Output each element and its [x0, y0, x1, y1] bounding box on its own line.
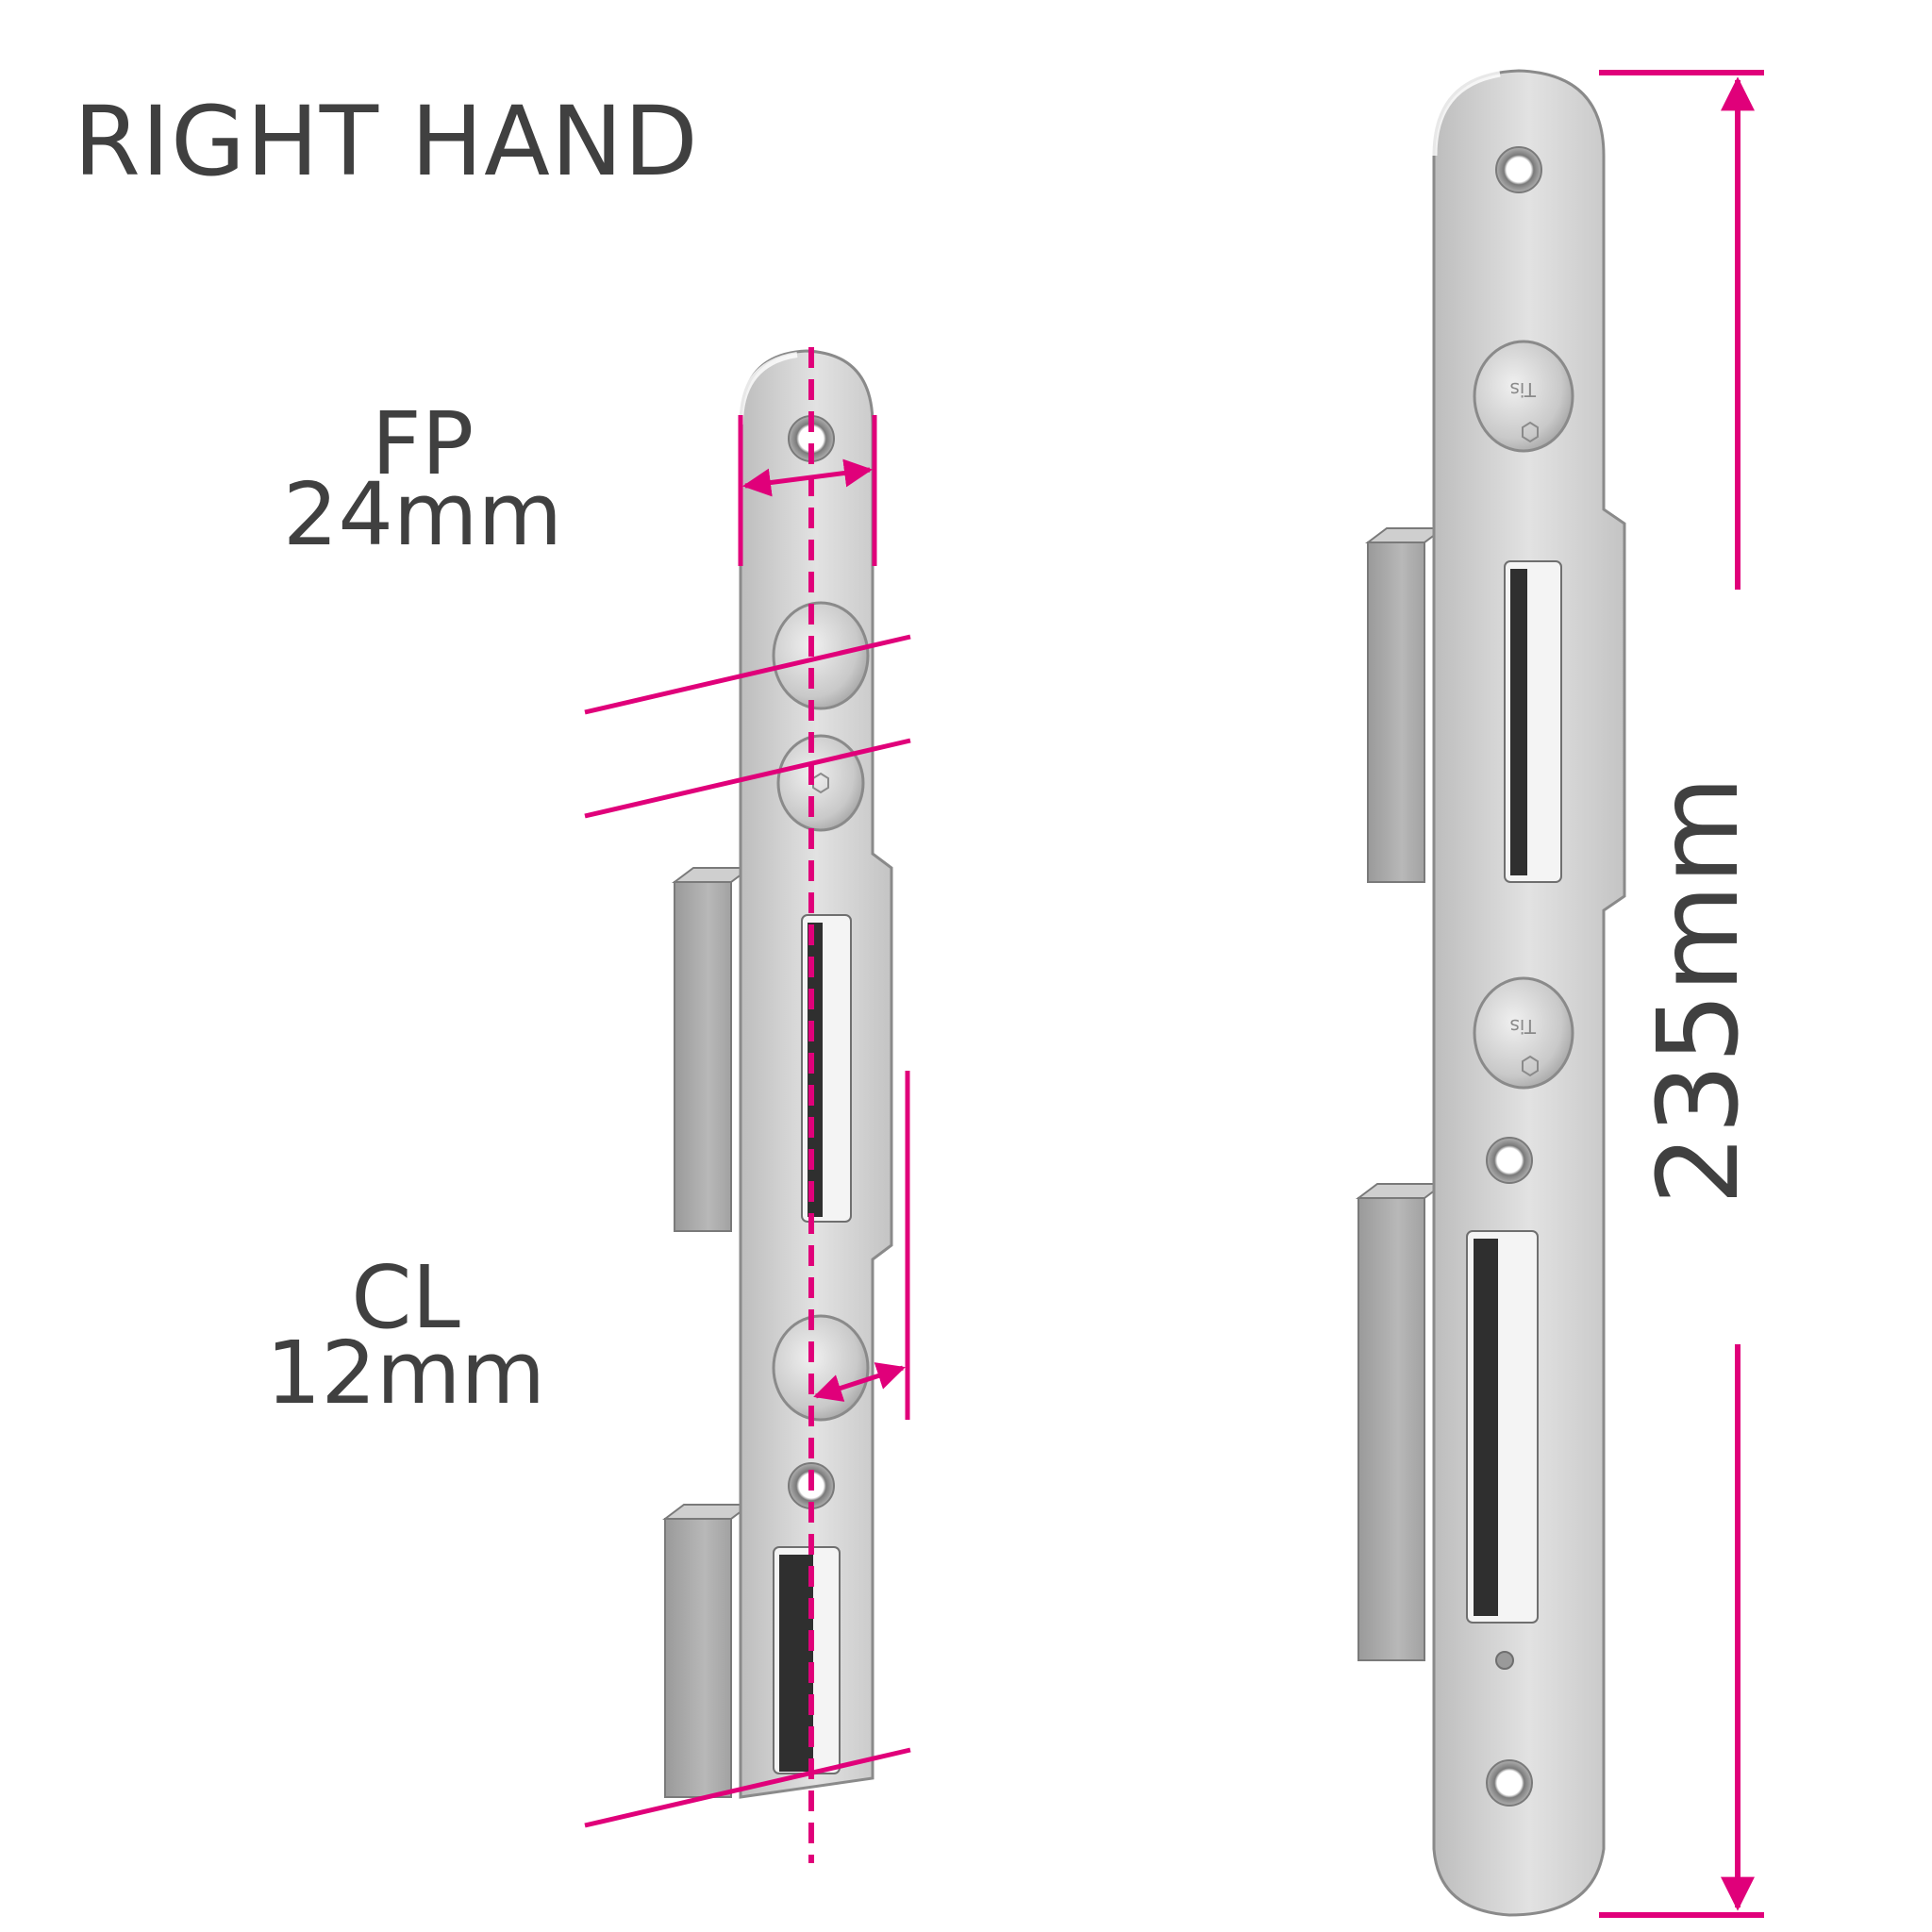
fp-dimension-arrow	[742, 458, 873, 497]
right-screw-1-marking: Tis	[1509, 378, 1537, 401]
cl-label: CL	[351, 1247, 460, 1348]
fp-label: FP	[371, 393, 475, 494]
section-line-2	[584, 738, 911, 819]
right-fixing-hole-top	[1495, 146, 1542, 193]
right-small-hole	[1495, 1651, 1514, 1670]
right-keep-box-lower	[1356, 1183, 1446, 1661]
length-dimension	[1599, 70, 1764, 1918]
left-screw-3	[772, 1314, 870, 1422]
cl-value: 12mm	[265, 1323, 546, 1424]
right-latch-slot-upper	[1504, 560, 1562, 883]
right-keep-box-upper	[1365, 527, 1446, 883]
right-screw-2: Tis	[1473, 976, 1574, 1090]
left-latch-slot-lower	[773, 1546, 841, 1774]
left-keep-box-lower	[662, 1504, 753, 1798]
fp-value: 24mm	[282, 464, 563, 565]
left-keep-box-upper	[672, 867, 753, 1232]
section-line-3	[584, 1747, 911, 1828]
right-fixing-hole-mid	[1486, 1137, 1533, 1184]
page-title: RIGHT HAND	[74, 86, 699, 198]
left-dimension-overlay	[584, 347, 911, 1863]
right-strike-plate: Tis Tis	[1356, 69, 1626, 1917]
right-screw-1: Tis	[1473, 340, 1574, 453]
length-value: 235mm	[1633, 775, 1763, 1206]
left-screw-2	[776, 734, 865, 832]
right-screw-2-marking: Tis	[1509, 1015, 1537, 1038]
cl-dimension-arrow	[813, 1362, 906, 1402]
section-line-1	[584, 634, 911, 715]
right-fixing-hole-bottom	[1486, 1759, 1533, 1807]
left-strike-plate	[662, 349, 893, 1799]
right-latch-slot-lower	[1466, 1230, 1539, 1624]
